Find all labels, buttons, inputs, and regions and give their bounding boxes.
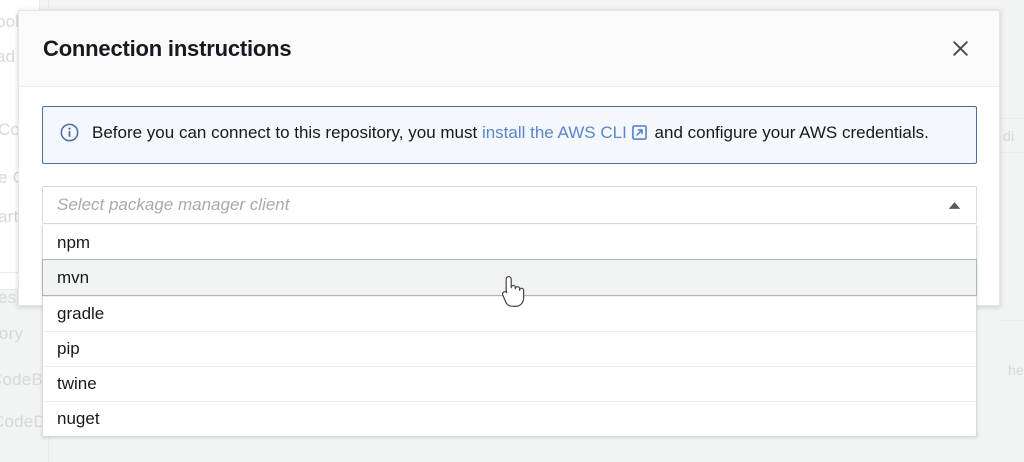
alert-text-before: Before you can connect to this repositor… <box>92 123 482 142</box>
background-divider-4 <box>1000 320 1024 321</box>
select-option-gradle[interactable]: gradle <box>43 296 976 331</box>
info-alert: Before you can connect to this repositor… <box>42 106 977 164</box>
package-manager-select: Select package manager client npm mvn gr… <box>42 186 977 437</box>
background-divider-2 <box>1000 118 1024 119</box>
background-nav-item: es <box>0 288 17 307</box>
alert-text-after: and configure your AWS credentials. <box>649 123 929 142</box>
modal-header: Connection instructions <box>19 11 999 87</box>
select-option-pip[interactable]: pip <box>43 331 976 366</box>
select-placeholder: Select package manager client <box>57 195 290 214</box>
info-circle-icon <box>60 123 79 142</box>
background-divider-3 <box>1000 152 1024 153</box>
select-option-mvn[interactable]: mvn <box>42 259 977 296</box>
external-link-icon[interactable] <box>631 125 647 140</box>
background-nav-item: ad <box>0 47 16 66</box>
background-fragment: he <box>1008 362 1024 378</box>
connection-instructions-modal: Connection instructions <box>18 10 1000 437</box>
modal-body: Before you can connect to this repositor… <box>19 87 999 437</box>
select-trigger[interactable]: Select package manager client <box>42 186 977 224</box>
install-aws-cli-link[interactable]: install the AWS CLI <box>481 123 627 142</box>
background-nav-item: CodeBu <box>0 370 53 389</box>
background-nav-item: art <box>0 207 19 226</box>
background-nav-item: Co <box>0 120 21 139</box>
page-title: Connection instructions <box>43 35 292 61</box>
caret-up-icon[interactable] <box>944 201 964 210</box>
close-icon <box>951 39 970 58</box>
modal-shell: Connection instructions <box>18 10 1000 437</box>
select-option-npm[interactable]: npm <box>43 225 976 260</box>
select-options-list[interactable]: npm mvn gradle pip twine nuget <box>42 225 977 437</box>
background-fragment: di <box>1003 128 1015 144</box>
select-option-nuget[interactable]: nuget <box>43 401 976 436</box>
close-button[interactable] <box>943 32 977 66</box>
background-nav-item: CodeD <box>0 412 46 431</box>
background-nav-item: tory <box>0 324 24 343</box>
alert-message: Before you can connect to this repositor… <box>92 121 929 145</box>
select-option-twine[interactable]: twine <box>43 366 976 401</box>
